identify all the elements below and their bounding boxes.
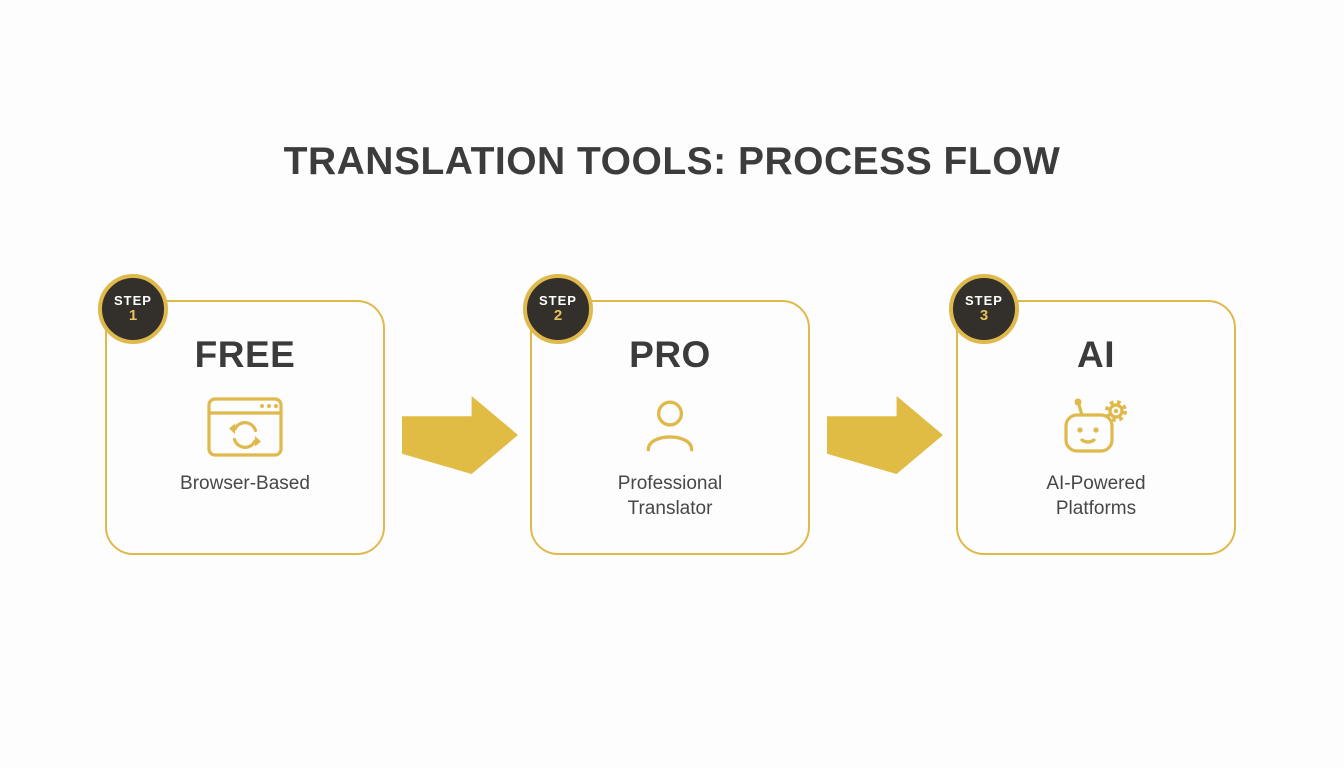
step-2-badge: STEP 2 — [523, 274, 593, 344]
step-badge-label: STEP — [539, 293, 577, 309]
step-badge-label: STEP — [965, 293, 1003, 309]
step-badge-number: 2 — [553, 306, 563, 324]
browser-refresh-icon — [205, 386, 285, 468]
step-heading: PRO — [629, 334, 711, 375]
step-caption: Professional Translator — [617, 473, 723, 519]
step-badge-number: 3 — [979, 306, 989, 324]
page-title: TRANSLATION TOOLS: PROCESS FLOW — [283, 140, 1061, 184]
step-1-badge: STEP 1 — [98, 274, 168, 344]
step-badge-number: 1 — [128, 306, 138, 324]
step-caption: Browser-Based — [180, 473, 310, 494]
step-heading: FREE — [194, 334, 296, 375]
step-caption: AI-Powered Platforms — [1046, 473, 1146, 519]
step-3-badge: STEP 3 — [949, 274, 1019, 344]
step-card-ai: STEP 3 AI — [949, 274, 1236, 555]
step-card-free: STEP 1 FREE Browser-Based — [98, 274, 385, 555]
step-heading: AI — [1077, 334, 1115, 375]
step-card-pro: STEP 2 PRO Professional Translator — [523, 274, 810, 555]
ai-robot-icon — [1058, 386, 1134, 468]
step-badge-label: STEP — [114, 293, 152, 309]
flow-arrow-icon — [402, 396, 518, 474]
translator-person-icon — [639, 386, 701, 468]
flow-arrow-icon — [827, 396, 943, 474]
